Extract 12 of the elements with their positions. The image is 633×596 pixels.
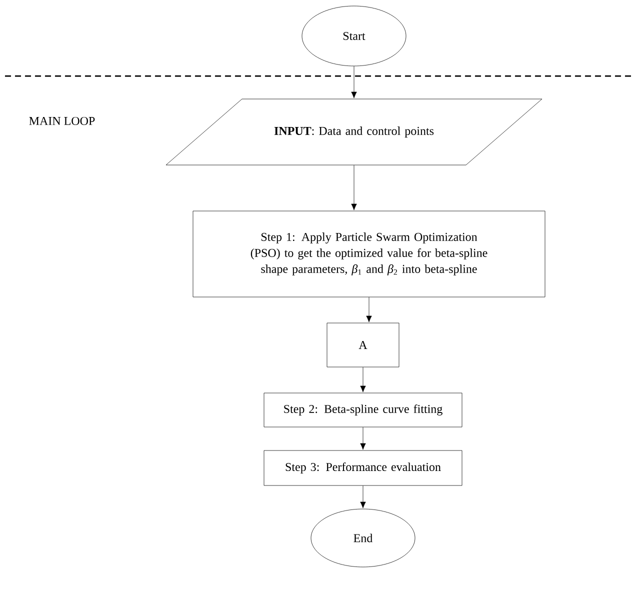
process-box: Step 2: Beta-spline curve fitting bbox=[264, 392, 462, 428]
arrow bbox=[351, 165, 357, 210]
section-label: MAIN LOOP bbox=[29, 116, 95, 126]
arrow bbox=[360, 427, 366, 450]
arrow bbox=[360, 486, 366, 508]
arrow bbox=[366, 297, 372, 322]
process-box: Step 3: Performance evaluation bbox=[264, 450, 462, 486]
arrow bbox=[360, 367, 366, 392]
arrow bbox=[351, 66, 357, 98]
process-box: A bbox=[326, 322, 400, 368]
process-box: Step 1: Apply Particle Swarm Optimization (PSO) to get the optimized value for beta-spline shape parameters, β$_{1}$ and β$_{2}$ into beta-spline bbox=[192, 210, 546, 298]
input-parallelogram: INPUT: Data and control points bbox=[166, 98, 542, 166]
